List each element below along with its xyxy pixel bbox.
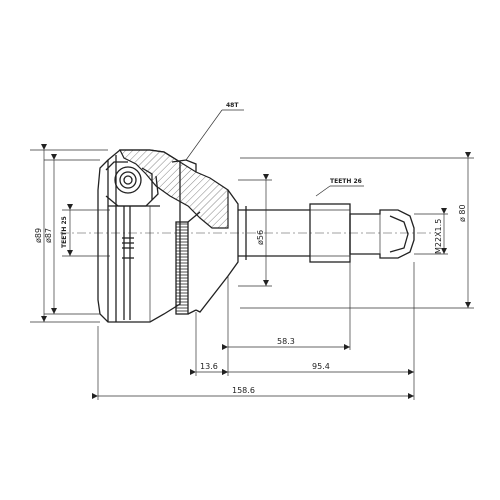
label-dia-80: ø 80 bbox=[458, 204, 467, 222]
outer-housing bbox=[97, 149, 181, 323]
housing-section-hatch bbox=[119, 149, 229, 229]
diameter-dimensions bbox=[30, 144, 474, 323]
stem-shaft bbox=[195, 189, 415, 313]
label-48t: 48T bbox=[226, 102, 239, 109]
leader-lines bbox=[185, 109, 364, 197]
label-thread: M22X1.5 bbox=[434, 219, 443, 254]
label-13-6: 13.6 bbox=[200, 362, 218, 371]
label-95-4: 95.4 bbox=[312, 362, 330, 371]
label-dia-89: ø89 bbox=[34, 228, 43, 243]
label-158-6: 158.6 bbox=[232, 386, 255, 395]
label-teeth-25: TEETH 25 bbox=[61, 216, 68, 248]
label-dia-56: ø56 bbox=[256, 230, 265, 245]
label-teeth-26: TEETH 26 bbox=[330, 178, 362, 185]
ball-cage bbox=[105, 161, 159, 207]
length-dimensions bbox=[92, 262, 415, 400]
abs-tone-ring bbox=[175, 211, 201, 315]
label-58-3: 58.3 bbox=[277, 337, 295, 346]
label-dia-87: ø87 bbox=[44, 228, 53, 243]
